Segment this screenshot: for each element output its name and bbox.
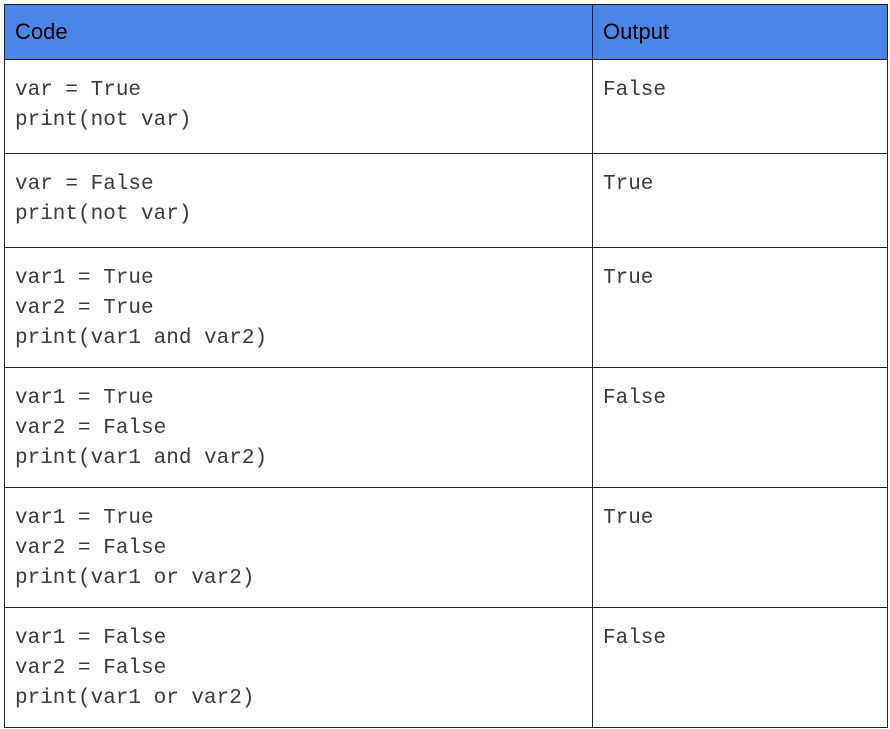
header-row: Code Output bbox=[4, 4, 888, 60]
code-line: print(var1 or var2) bbox=[15, 567, 255, 590]
code-cell: var = True print(not var) bbox=[4, 59, 593, 154]
output-value: False bbox=[603, 387, 667, 410]
output-column-header: Output bbox=[592, 4, 888, 60]
code-output-table: Code Output var = True print(not var) Fa… bbox=[4, 4, 888, 728]
output-cell: True bbox=[592, 247, 888, 368]
output-cell: False bbox=[592, 607, 888, 728]
code-cell: var1 = True var2 = False print(var1 or v… bbox=[4, 487, 593, 608]
output-value: True bbox=[603, 173, 654, 196]
code-cell: var1 = True var2 = True print(var1 and v… bbox=[4, 247, 593, 368]
code-line: var1 = True bbox=[15, 267, 154, 290]
code-cell: var1 = True var2 = False print(var1 and … bbox=[4, 367, 593, 488]
code-line: var = True bbox=[15, 79, 142, 102]
code-line: var2 = False bbox=[15, 537, 167, 560]
output-value: False bbox=[603, 627, 667, 650]
output-value: True bbox=[603, 267, 654, 290]
code-line: print(var1 and var2) bbox=[15, 327, 268, 350]
output-cell: False bbox=[592, 59, 888, 154]
code-line: print(not var) bbox=[15, 109, 192, 132]
code-line: print(var1 or var2) bbox=[15, 687, 255, 710]
table-row: var1 = True var2 = False print(var1 or v… bbox=[4, 487, 888, 608]
code-line: var1 = True bbox=[15, 387, 154, 410]
output-cell: True bbox=[592, 153, 888, 248]
code-column-header: Code bbox=[4, 4, 593, 60]
output-value: False bbox=[603, 79, 667, 102]
code-line: print(var1 and var2) bbox=[15, 447, 268, 470]
code-line: var2 = False bbox=[15, 417, 167, 440]
code-line: var2 = False bbox=[15, 657, 167, 680]
code-line: var1 = True bbox=[15, 507, 154, 530]
table-row: var = False print(not var) True bbox=[4, 153, 888, 248]
table-row: var1 = True var2 = True print(var1 and v… bbox=[4, 247, 888, 368]
code-cell: var1 = False var2 = False print(var1 or … bbox=[4, 607, 593, 728]
code-line: var2 = True bbox=[15, 297, 154, 320]
code-line: var1 = False bbox=[15, 627, 167, 650]
table-row: var1 = True var2 = False print(var1 and … bbox=[4, 367, 888, 488]
table-row: var = True print(not var) False bbox=[4, 59, 888, 154]
output-cell: False bbox=[592, 367, 888, 488]
code-cell: var = False print(not var) bbox=[4, 153, 593, 248]
code-line: print(not var) bbox=[15, 203, 192, 226]
code-line: var = False bbox=[15, 173, 154, 196]
output-cell: True bbox=[592, 487, 888, 608]
table-row: var1 = False var2 = False print(var1 or … bbox=[4, 607, 888, 728]
output-value: True bbox=[603, 507, 654, 530]
